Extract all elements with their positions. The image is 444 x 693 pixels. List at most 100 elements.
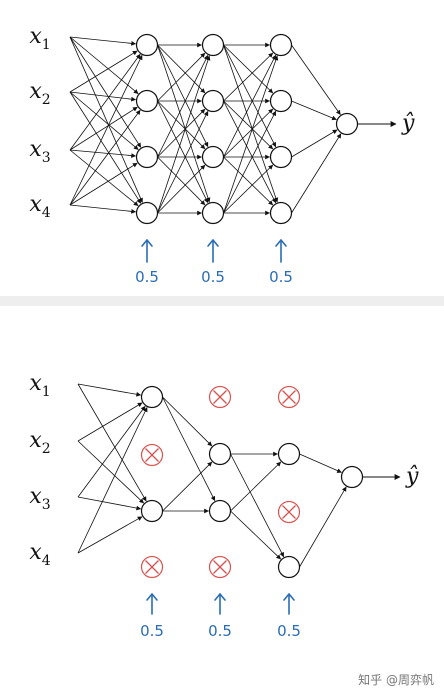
drop-cross-line	[145, 560, 159, 574]
dropped-node	[208, 555, 232, 579]
input-subscript: 2	[42, 92, 51, 108]
hidden-node	[135, 33, 159, 57]
drop-cross-line	[282, 390, 296, 404]
drop-cross-line	[145, 448, 159, 462]
connections	[77, 383, 347, 568]
keep-prob-label: 0.5	[277, 622, 301, 640]
keep-prob-label: 0.5	[201, 268, 225, 286]
hidden-node	[140, 385, 164, 409]
hidden-node	[277, 555, 301, 579]
output-node	[335, 112, 359, 136]
dropout-network-panel: x1 x2 x3 x4 ŷ 0.5 0.5 0.5	[29, 371, 419, 640]
hidden-node	[135, 89, 159, 113]
connection-edge	[69, 91, 137, 102]
dropped-node	[208, 385, 232, 409]
connection-edge	[299, 453, 342, 473]
input-subscript: 4	[42, 553, 51, 569]
connection-edge	[291, 44, 341, 115]
connection-edge	[69, 91, 142, 204]
connection-edge	[69, 106, 138, 151]
connection-edge	[223, 44, 274, 94]
hidden-node	[201, 145, 225, 169]
connection-edge	[69, 149, 139, 207]
connection-edge	[230, 461, 282, 512]
input-subscript: 3	[42, 150, 51, 166]
watermark: 知乎 @周弈帆	[358, 672, 434, 687]
hidden-node	[269, 201, 293, 225]
connection-edge	[223, 156, 274, 206]
input-label-x4: x4	[29, 540, 50, 569]
keep-prob-label: 0.5	[208, 622, 232, 640]
connection-edge	[157, 55, 211, 214]
connection-edge	[157, 110, 209, 214]
keep-prob-label: 0.5	[140, 622, 164, 640]
connection-edge	[69, 36, 139, 94]
connection-edge	[77, 383, 142, 397]
hidden-node	[208, 499, 232, 523]
input-label-x3: x3	[29, 137, 50, 166]
keep-prob-label: 0.5	[135, 268, 159, 286]
connection-edge	[223, 100, 274, 150]
output-label-yhat: ŷ	[405, 464, 419, 489]
connection-edge	[162, 396, 213, 447]
output-node	[340, 465, 364, 489]
dropped-node	[140, 555, 164, 579]
connection-edge	[77, 405, 146, 498]
input-label-x2: x2	[29, 428, 50, 457]
connection-edge	[291, 100, 337, 121]
connection-edge	[69, 50, 138, 93]
connection-edge	[299, 486, 347, 568]
hidden-node	[201, 201, 225, 225]
hidden-node	[269, 145, 293, 169]
drop-cross-line	[282, 505, 296, 519]
hidden-node	[201, 89, 225, 113]
input-label-x1: x1	[29, 371, 50, 400]
connection-edge	[223, 54, 277, 158]
connection-edge	[69, 91, 139, 150]
connections	[69, 36, 342, 216]
connection-edge	[157, 100, 206, 150]
connection-edge	[69, 36, 143, 203]
input-subscript: 4	[42, 205, 51, 221]
connection-edge	[69, 53, 141, 151]
input-label-x3: x3	[29, 484, 50, 513]
keep-prob-label: 0.5	[269, 268, 293, 286]
connection-edge	[77, 383, 147, 502]
connection-edge	[77, 440, 144, 504]
connection-edge	[157, 44, 209, 148]
keep-prob-arrowhead	[146, 593, 158, 601]
connection-edge	[157, 52, 206, 102]
connection-edge	[69, 36, 137, 46]
connection-edge	[69, 109, 141, 206]
connection-edge	[223, 110, 277, 214]
connection-edge	[230, 453, 285, 558]
keep-prob-arrowhead	[214, 593, 226, 601]
input-label-x1: x1	[29, 24, 50, 53]
connection-edge	[157, 100, 209, 204]
dropped-node	[277, 500, 301, 524]
connection-edge	[223, 55, 279, 214]
connection-edge	[223, 52, 274, 102]
input-subscript: 1	[42, 384, 51, 400]
keep-prob-arrowhead	[141, 239, 153, 247]
keep-prob-arrowhead	[275, 239, 287, 247]
connection-edge	[223, 164, 274, 214]
drop-cross-line	[213, 560, 227, 574]
connection-edge	[162, 396, 216, 502]
hidden-node	[208, 442, 232, 466]
hidden-node	[135, 201, 159, 225]
connection-edge	[69, 149, 137, 158]
connection-edge	[223, 100, 277, 204]
connection-edge	[157, 164, 206, 214]
connection-edge	[162, 461, 213, 512]
hidden-node	[269, 33, 293, 57]
dropped-node	[140, 443, 164, 467]
connection-edge	[157, 108, 206, 158]
connection-edge	[69, 162, 138, 206]
connection-edge	[157, 44, 211, 203]
connection-edge	[77, 496, 142, 511]
connection-edge	[223, 108, 274, 158]
connection-edge	[230, 510, 282, 560]
hidden-node	[135, 145, 159, 169]
